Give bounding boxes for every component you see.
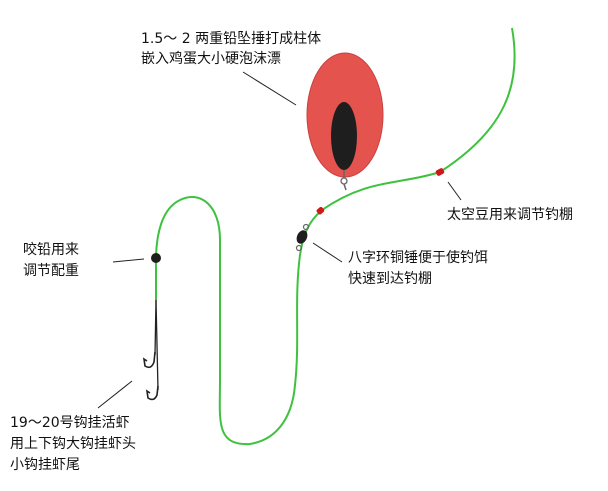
- float-label-line2: 嵌入鸡蛋大小硬泡沫漂: [141, 50, 281, 67]
- hooks-label-line2: 用上下钩大钩挂虾头: [10, 436, 136, 452]
- split-shot-label-line2: 调节配重: [23, 263, 79, 279]
- float-label-line1: 1.5～ 2 两重铅坠捶打成柱体: [141, 30, 321, 47]
- beans-label: 太空豆用来调节钓棚: [447, 207, 573, 223]
- leader-swivel: [312, 242, 343, 263]
- upper-hook: [142, 351, 156, 369]
- split-shot-label-line1: 咬铅用来: [23, 241, 79, 258]
- leader-float: [242, 71, 297, 106]
- leader-hooks: [97, 380, 133, 409]
- lead-weight-core: [331, 102, 357, 170]
- foam-float: [306, 52, 384, 178]
- swivel-weight: [295, 223, 310, 252]
- hooks-label-line3: 小钩挂虾尾: [10, 457, 80, 473]
- float-swivel: [340, 170, 348, 191]
- lower-hook: [145, 385, 159, 401]
- leader-beans: [447, 181, 462, 201]
- split-shot: [151, 253, 161, 263]
- hooks-label-line1: 19～20号钩挂活虾: [10, 415, 130, 431]
- swivel-label-line2: 快速到达钓棚: [348, 271, 432, 287]
- swivel-label-line1: 八字环铜锤便于使钓饵: [348, 249, 488, 266]
- hook-leader: [155, 299, 159, 391]
- stopper-bean: [435, 168, 445, 176]
- leader-split-shot: [112, 258, 145, 263]
- stopper-bean: [316, 206, 325, 215]
